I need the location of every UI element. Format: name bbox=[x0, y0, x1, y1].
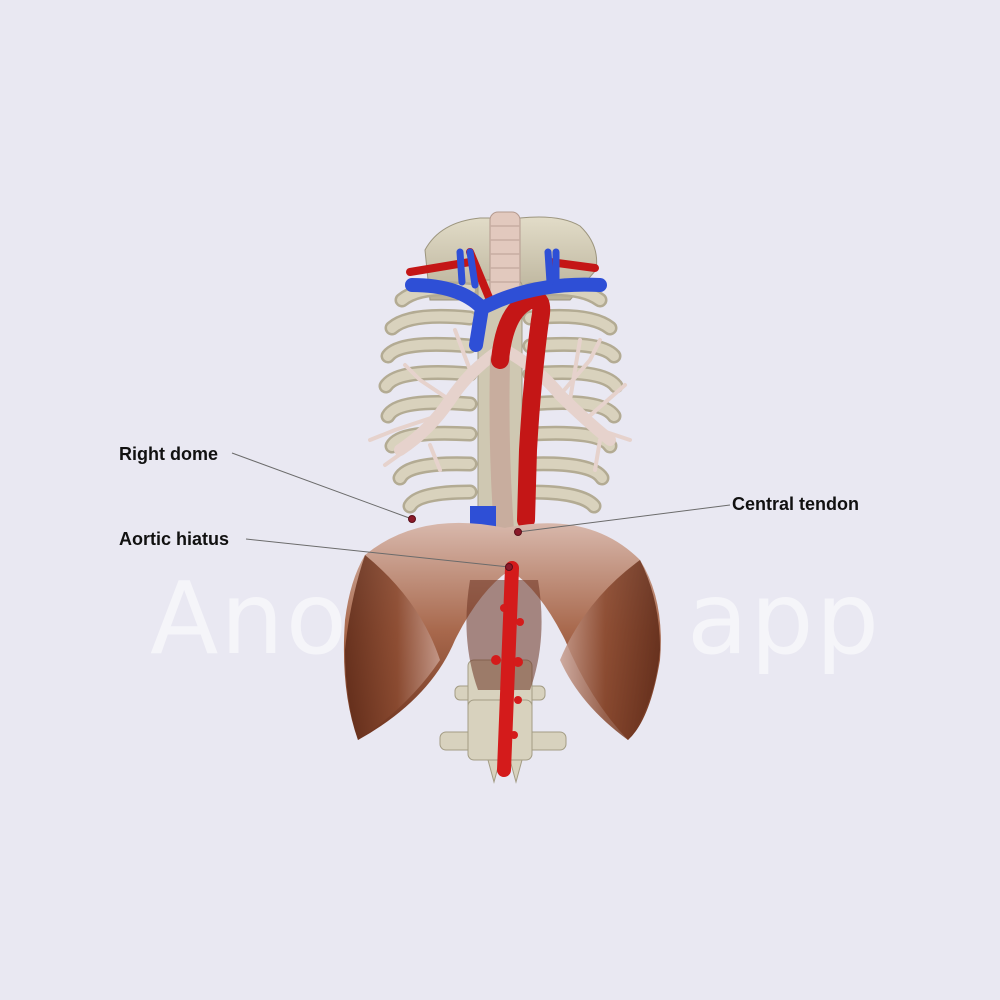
marker-right-dome[interactable] bbox=[408, 515, 416, 523]
abdominal-aorta bbox=[491, 561, 524, 777]
label-central-tendon: Central tendon bbox=[732, 494, 860, 514]
marker-aortic-hiatus[interactable] bbox=[505, 563, 513, 571]
label-right-dome: Right dome bbox=[119, 444, 218, 464]
esophagus bbox=[489, 350, 514, 540]
diaphragm bbox=[343, 522, 661, 740]
label-aortic-hiatus: Aortic hiatus bbox=[119, 529, 230, 549]
marker-central-tendon[interactable] bbox=[514, 528, 522, 536]
trachea bbox=[489, 211, 521, 303]
venae-cavae bbox=[405, 248, 607, 528]
